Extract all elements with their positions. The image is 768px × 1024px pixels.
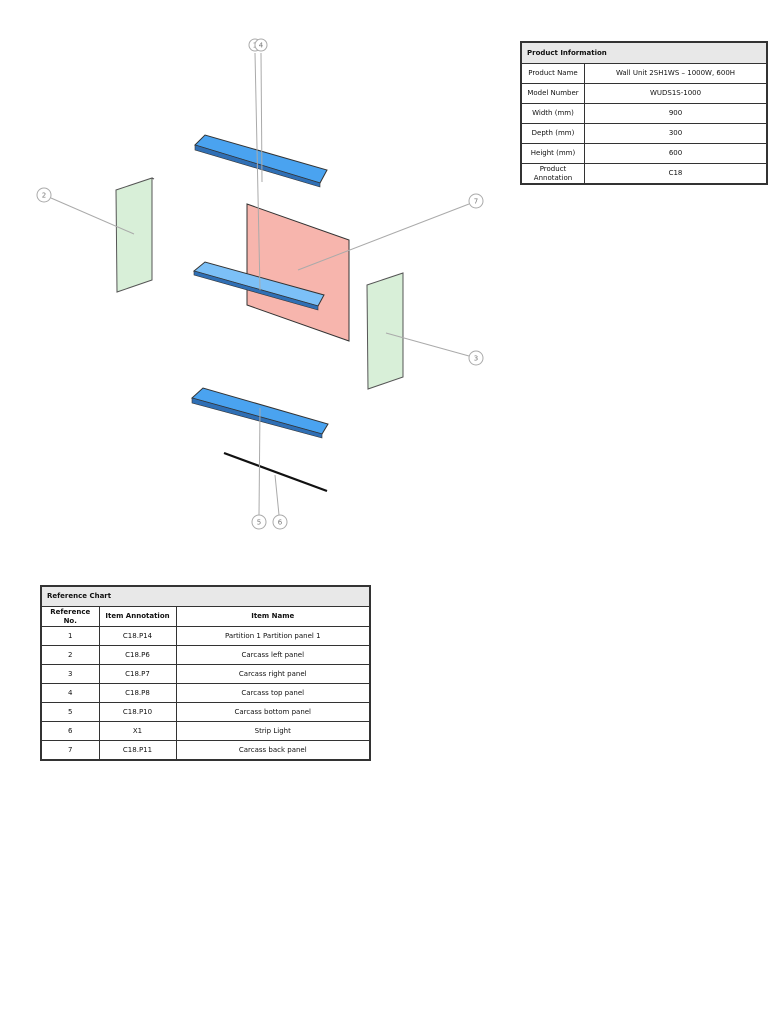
item-annotation-cell: C18.P11 xyxy=(98,740,177,761)
table-row: Product Name Wall Unit 2SH1WS – 1000W, 6… xyxy=(520,63,768,84)
product-info-title: Product Information xyxy=(520,41,768,64)
table-row: Width (mm) 900 xyxy=(520,103,768,124)
reference-no-cell: 4 xyxy=(40,683,100,703)
item-name-cell: Carcass bottom panel xyxy=(175,702,371,722)
callout-4: 4 xyxy=(254,38,268,52)
callout-6: 6 xyxy=(272,514,288,530)
table-row: 7 C18.P11 Carcass back panel xyxy=(40,740,371,761)
reference-no-cell: 7 xyxy=(40,740,100,761)
carcass-back-panel xyxy=(246,203,350,342)
reference-no-cell: 1 xyxy=(40,626,100,646)
product-annotation-key: Product Annotation xyxy=(520,163,585,185)
leader-lines xyxy=(50,52,470,516)
item-name-cell: Carcass top panel xyxy=(175,683,371,703)
strip-light xyxy=(223,451,328,493)
product-name-value: Wall Unit 2SH1WS – 1000W, 600H xyxy=(584,63,768,84)
width-value: 900 xyxy=(584,103,768,124)
reference-chart-title: Reference Chart xyxy=(40,585,371,607)
svg-text:4: 4 xyxy=(259,42,264,50)
table-row: 2 C18.P6 Carcass left panel xyxy=(40,645,371,665)
column-header-item-annotation: Item Annotation xyxy=(98,606,177,627)
column-header-reference-no: Reference No. xyxy=(40,606,100,627)
table-row: 3 C18.P7 Carcass right panel xyxy=(40,664,371,684)
reference-no-cell: 2 xyxy=(40,645,100,665)
item-annotation-cell: C18.P14 xyxy=(98,626,177,646)
partition-panel xyxy=(192,261,325,311)
table-row: Depth (mm) 300 xyxy=(520,123,768,144)
table-row: 6 X1 Strip Light xyxy=(40,721,371,741)
svg-text:3: 3 xyxy=(474,355,478,363)
item-annotation-cell: C18.P7 xyxy=(98,664,177,684)
height-key: Height (mm) xyxy=(520,143,585,164)
table-row: Model Number WUDS1S-1000 xyxy=(520,83,768,104)
model-number-value: WUDS1S-1000 xyxy=(584,83,768,104)
svg-text:7: 7 xyxy=(474,198,478,206)
callout-5: 5 xyxy=(251,514,267,530)
table-row: Product Annotation C18 xyxy=(520,163,768,185)
item-annotation-cell: X1 xyxy=(98,721,177,741)
item-name-cell: Carcass left panel xyxy=(175,645,371,665)
reference-no-cell: 6 xyxy=(40,721,100,741)
product-name-key: Product Name xyxy=(520,63,585,84)
item-annotation-cell: C18.P10 xyxy=(98,702,177,722)
reference-no-cell: 3 xyxy=(40,664,100,684)
carcass-right-panel xyxy=(366,272,404,390)
carcass-top-panel xyxy=(194,134,328,188)
reference-no-cell: 5 xyxy=(40,702,100,722)
callout-7: 7 xyxy=(468,193,484,209)
column-header-item-name: Item Name xyxy=(175,606,371,627)
carcass-left-panel xyxy=(115,177,155,293)
svg-text:2: 2 xyxy=(42,192,46,200)
width-key: Width (mm) xyxy=(520,103,585,124)
table-row: 4 C18.P8 Carcass top panel xyxy=(40,683,371,703)
callout-3: 3 xyxy=(468,350,484,366)
svg-text:6: 6 xyxy=(278,519,283,527)
table-row: Height (mm) 600 xyxy=(520,143,768,164)
item-annotation-cell: C18.P8 xyxy=(98,683,177,703)
item-name-cell: Carcass back panel xyxy=(175,740,371,761)
item-name-cell: Partition 1 Partition panel 1 xyxy=(175,626,371,646)
callout-2: 2 xyxy=(36,187,52,203)
product-info-table: Product Information Product Name Wall Un… xyxy=(520,41,768,185)
item-name-cell: Carcass right panel xyxy=(175,664,371,684)
reference-chart-table: Reference Chart Reference No. Item Annot… xyxy=(40,585,371,761)
model-number-key: Model Number xyxy=(520,83,585,104)
depth-value: 300 xyxy=(584,123,768,144)
table-row: 1 C18.P14 Partition 1 Partition panel 1 xyxy=(40,626,371,646)
item-name-cell: Strip Light xyxy=(175,721,371,741)
table-row: 5 C18.P10 Carcass bottom panel xyxy=(40,702,371,722)
svg-text:5: 5 xyxy=(257,519,261,527)
depth-key: Depth (mm) xyxy=(520,123,585,144)
height-value: 600 xyxy=(584,143,768,164)
item-annotation-cell: C18.P6 xyxy=(98,645,177,665)
exploded-assembly-diagram: 1 4 2 7 3 5 6 xyxy=(36,38,484,530)
product-annotation-value: C18 xyxy=(584,163,768,185)
